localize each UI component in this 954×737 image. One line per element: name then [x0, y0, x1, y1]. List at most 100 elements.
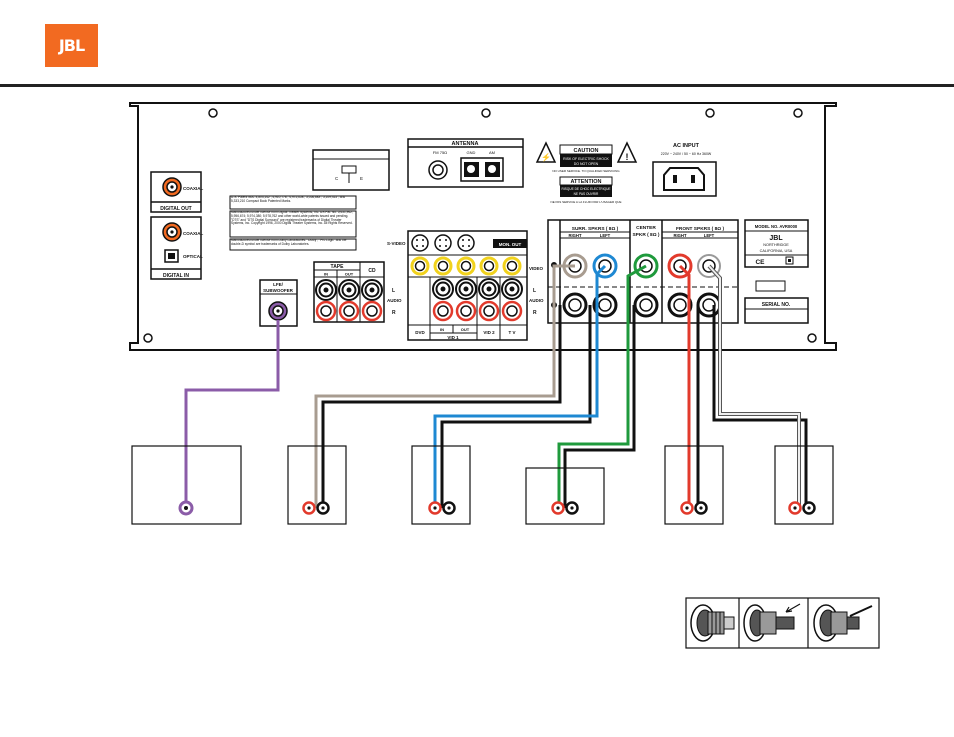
ce-mark: CE	[755, 259, 765, 266]
tape-out-label: OUT	[345, 272, 354, 277]
caution-line3: NO USER SERVICE. TO QUALIFIED SERVICING	[552, 169, 620, 173]
antenna-am-label: AM	[489, 150, 495, 155]
av-audio-label: AUDIO	[529, 298, 544, 303]
surr-right-negative-terminal[interactable]	[562, 292, 588, 318]
digital-in-title: DIGITAL IN	[163, 273, 189, 279]
front-right-speaker-terminals	[680, 501, 708, 515]
subwoofer-out-jack[interactable]	[268, 301, 288, 321]
serial-label: SERIAL NO.	[762, 302, 791, 308]
surr-right-pos-cable	[314, 264, 575, 508]
caution-title: CAUTION	[573, 148, 598, 154]
tape-audio-label: AUDIO	[387, 298, 402, 303]
ac-power-socket[interactable]	[652, 161, 717, 197]
front-left-speaker-box	[774, 445, 834, 525]
sub-label-1: LFE/	[273, 282, 283, 287]
dts-license-notice: Manufactured under license from Digital …	[229, 210, 357, 238]
svg-text:!: !	[626, 152, 629, 162]
surr-right-speaker-terminals	[302, 501, 330, 515]
front-title: FRONT SPKRS ( 8Ω )	[676, 226, 724, 232]
model-brand: JBL	[769, 235, 783, 242]
antenna-title: ANTENNA	[452, 141, 479, 147]
digital-in-coaxial-jack[interactable]	[162, 222, 182, 242]
tv-label: T V	[508, 330, 515, 335]
center-negative-terminal[interactable]	[633, 292, 659, 318]
attention-line2: NE PAS OUVRIR	[574, 192, 599, 196]
tape-title: TAPE	[331, 264, 345, 270]
front-left-negative-terminal[interactable]	[696, 292, 722, 318]
surr-left-speaker-terminals	[428, 501, 456, 515]
surr-right-neg-cable	[321, 305, 562, 508]
digital-in-optical-jack[interactable]	[164, 249, 179, 263]
antenna-fm-label: FM 75Ω	[433, 150, 447, 155]
subwoofer-box	[131, 445, 242, 525]
av-audio-r: R	[533, 310, 537, 316]
surr-left-pos-cable	[433, 264, 607, 508]
model-number: MODEL NO. AVR0000	[755, 224, 798, 229]
speaker-terminal-section: SURR. SPKRS ( 8Ω ) RIGHT LEFT CENTER SPK…	[547, 219, 739, 324]
front-right-negative-terminal[interactable]	[667, 292, 693, 318]
tape-out-right-jack[interactable]	[338, 300, 360, 322]
av-audio-right-jacks[interactable]	[432, 300, 523, 322]
vid1-in-label: IN	[440, 327, 444, 332]
surr-left-negative-terminal[interactable]	[592, 292, 618, 318]
digital-in-section: COAXIAL OPTICAL DIGITAL IN	[150, 216, 204, 280]
caution-label: ⚡ ! CAUTION RISK OF ELECTRIC SHOCK DO NO…	[535, 141, 638, 173]
surr-left-neg-cable	[440, 305, 592, 508]
vid1-out-label: OUT	[461, 327, 470, 332]
front-right-pos-cable	[678, 264, 691, 508]
digital-out-coaxial-jack[interactable]	[162, 177, 182, 197]
caution-line1: RISK OF ELECTRIC SHOCK	[563, 157, 609, 161]
front-left-label: LEFT	[704, 233, 715, 238]
front-left-speaker-terminals	[788, 501, 816, 515]
antenna-am-terminals[interactable]	[460, 157, 504, 182]
cd-title: CD	[368, 268, 376, 274]
switch-label-left: C	[335, 176, 339, 181]
voltage-selector-switch[interactable]: C E	[312, 149, 390, 191]
mon-out-label: MON. OUT	[499, 242, 522, 247]
surr-left-label: LEFT	[600, 233, 611, 238]
surr-right-label: RIGHT	[568, 233, 581, 238]
binding-post-step3-icon	[813, 604, 873, 642]
digital-out-coaxial-label: COAXIAL	[183, 186, 204, 191]
model-city: NORTHRIDGE	[763, 243, 789, 247]
receiver-chassis	[129, 102, 837, 351]
composite-video-jacks[interactable]	[410, 256, 522, 276]
attention-label: ATTENTION RISQUE DE CHOC ELECTRIQUE NE P…	[551, 176, 621, 204]
speaker-cables	[184, 264, 808, 508]
digital-in-coaxial-label: COAXIAL	[183, 231, 204, 236]
surr-title: SURR. SPKRS ( 8Ω )	[572, 226, 619, 232]
ac-input-title: AC INPUT	[673, 143, 700, 149]
digital-in-optical-label: OPTICAL	[183, 254, 203, 259]
binding-post-step2-icon	[743, 603, 801, 642]
vid2-label: VID 2	[483, 330, 495, 335]
header-rule	[0, 84, 954, 87]
attention-title: ATTENTION	[570, 179, 601, 185]
tape-cd-section: TAPE IN OUT CD L AUDIO R	[313, 261, 402, 323]
switch-label-right: E	[360, 176, 363, 181]
tape-in-left-jack[interactable]	[315, 279, 337, 301]
speaker-boxes	[131, 445, 834, 525]
center-label-2: SPKR ( 8Ω )	[632, 232, 659, 238]
antenna-fm-jack[interactable]	[428, 160, 448, 180]
center-neg-cable	[563, 305, 636, 508]
tape-out-left-jack[interactable]	[338, 279, 360, 301]
front-left-neg-cable	[712, 305, 808, 508]
model-plate: MODEL NO. AVR0000 JBL NORTHRIDGE CALIFOR…	[744, 219, 809, 324]
subwoofer-input-jack	[178, 500, 194, 516]
cd-right-jack[interactable]	[361, 300, 383, 322]
cd-left-jack[interactable]	[361, 279, 383, 301]
surr-right-speaker-box	[287, 445, 347, 525]
video-label: VIDEO	[529, 266, 544, 271]
jbl-logo: JBL	[45, 24, 98, 67]
antenna-section: ANTENNA FM 75Ω GND AM	[407, 138, 524, 188]
caution-line2: DO NOT OPEN	[574, 162, 599, 166]
speaker-box-terminals[interactable]	[178, 500, 816, 516]
ac-input-spec: 220V ~ 240V / 50 ~ 60 Hz 360W	[661, 152, 712, 156]
av-input-section: S-VIDEO MON. OUT VIDEO	[387, 230, 544, 341]
tape-in-right-jack[interactable]	[315, 300, 337, 322]
ac-input-section: AC INPUT 220V ~ 240V / 50 ~ 60 Hz 360W	[652, 143, 717, 197]
subwoofer-section: LFE/ SUBWOOFER	[259, 279, 298, 327]
binding-post-step1-icon	[690, 604, 735, 642]
svideo-jacks[interactable]	[411, 234, 475, 252]
